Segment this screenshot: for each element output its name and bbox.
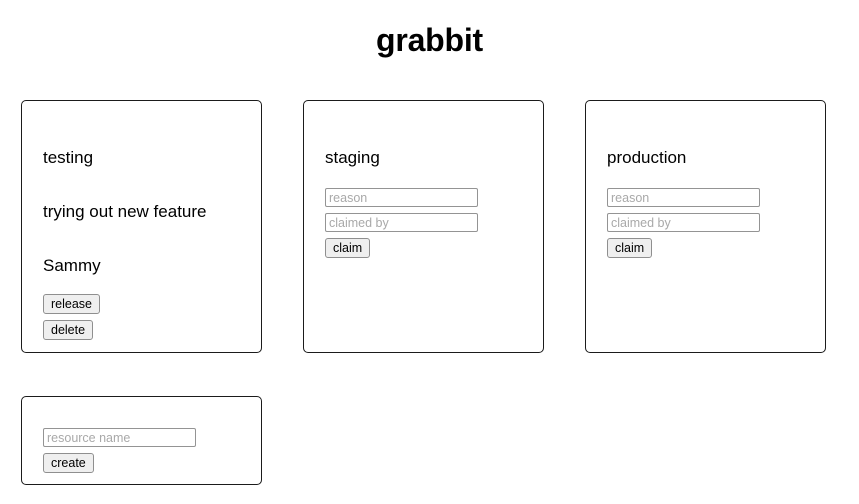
- claim-form-staging: claim: [325, 188, 522, 258]
- claimed-by-input-staging[interactable]: [325, 213, 478, 232]
- reason-input-staging[interactable]: [325, 188, 478, 207]
- claim-button-production[interactable]: claim: [607, 238, 653, 258]
- resource-name-testing: testing: [43, 148, 94, 167]
- resource-claimed-by-testing: Sammy: [43, 256, 101, 275]
- release-button[interactable]: release: [43, 294, 100, 314]
- resource-actions-testing: release delete: [43, 294, 240, 340]
- delete-button[interactable]: delete: [43, 320, 94, 340]
- page-title: grabbit: [375, 22, 484, 58]
- create-resource-form: create: [43, 428, 240, 473]
- claim-form-production: claim: [607, 188, 804, 258]
- create-button[interactable]: create: [43, 453, 94, 473]
- claimed-by-input-production[interactable]: [607, 213, 760, 232]
- resource-reason-testing: trying out new feature: [43, 202, 207, 221]
- resource-name-production: production: [607, 148, 687, 167]
- resource-name-input[interactable]: [43, 428, 196, 447]
- resource-card-testing: testing trying out new feature Sammy rel…: [21, 100, 262, 353]
- resource-card-staging: staging claim: [303, 100, 544, 353]
- resource-card-production: production claim: [585, 100, 826, 353]
- resource-name-staging: staging: [325, 148, 380, 167]
- claim-button-staging[interactable]: claim: [325, 238, 371, 258]
- resource-card-list: testing trying out new feature Sammy rel…: [21, 100, 826, 353]
- create-resource-card: create: [21, 396, 262, 485]
- reason-input-production[interactable]: [607, 188, 760, 207]
